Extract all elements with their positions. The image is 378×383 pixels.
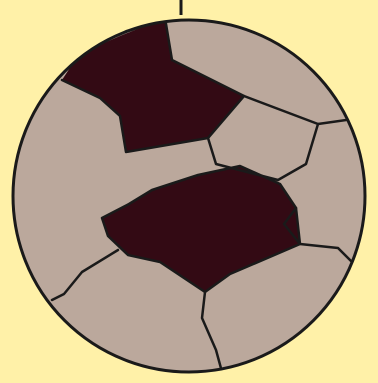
diagram-canvas	[0, 0, 378, 378]
cell-diagram	[0, 0, 378, 378]
